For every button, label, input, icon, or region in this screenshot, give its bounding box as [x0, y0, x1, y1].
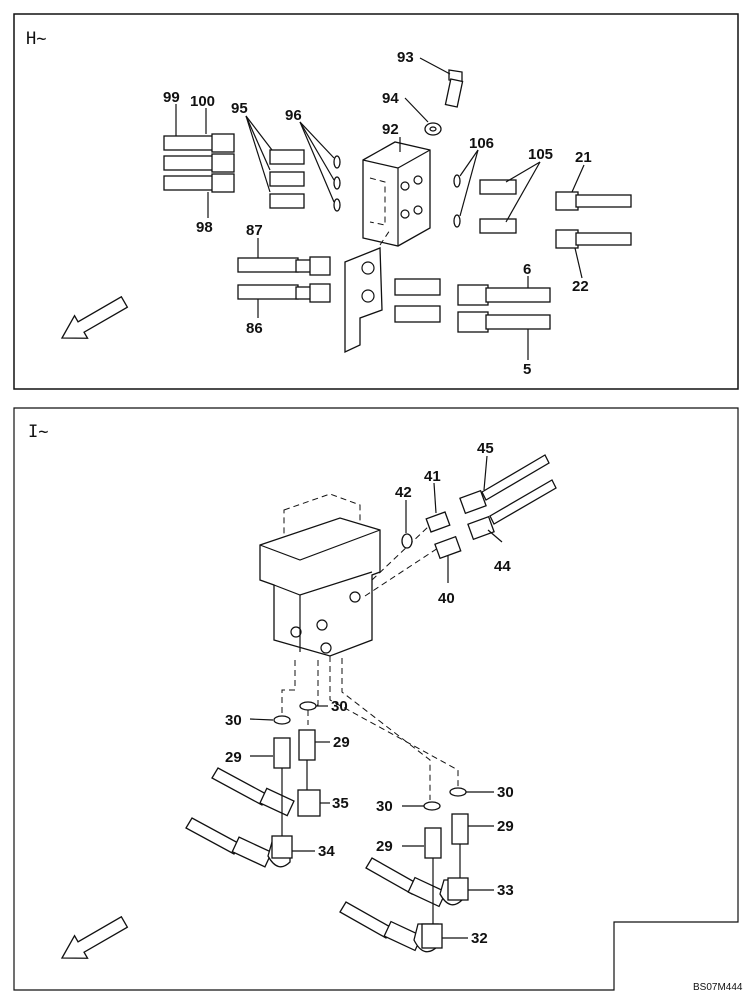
callout-35: 35 [332, 795, 349, 812]
valve-block-92 [362, 141, 431, 247]
callout-30d: 30 [497, 784, 514, 801]
fitting-29a [273, 737, 291, 769]
direction-arrow-icon [60, 295, 129, 339]
hose-ends-99-100-98 [163, 133, 235, 193]
o-ring-42 [401, 533, 413, 549]
callout-94: 94 [382, 90, 399, 107]
callout-44: 44 [494, 558, 511, 575]
hoses-21-22 [555, 191, 632, 249]
o-ring-30b [299, 701, 317, 711]
panel-h-label: H~ [26, 29, 46, 49]
callout-21: 21 [575, 149, 592, 166]
o-ring-30a [273, 715, 291, 725]
fitting-40 [434, 535, 462, 560]
callout-29c: 29 [376, 838, 393, 855]
callout-96: 96 [285, 107, 302, 124]
callout-29a: 29 [225, 749, 242, 766]
leader-lines-h [175, 57, 585, 360]
hoses-87-86 [237, 256, 331, 303]
fitting-41 [425, 511, 451, 533]
hoses-6-5 [457, 284, 551, 333]
direction-arrow-icon [60, 915, 129, 959]
callout-30c: 30 [376, 798, 393, 815]
hose-32 [339, 901, 443, 953]
callout-32: 32 [471, 930, 488, 947]
callout-29b: 29 [333, 734, 350, 751]
washer-94 [424, 122, 442, 136]
callout-93: 93 [397, 49, 414, 66]
fitting-29c [424, 827, 442, 859]
leader-lines-i [249, 455, 503, 939]
bolt-93 [444, 69, 464, 108]
callout-22: 22 [572, 278, 589, 295]
drawing-code: BS07M444 [693, 982, 743, 993]
adapters [394, 278, 441, 323]
callout-5: 5 [523, 361, 531, 378]
callout-106: 106 [469, 135, 494, 152]
fitting-29d [451, 813, 469, 845]
hose-33 [365, 857, 469, 908]
callout-30a: 30 [225, 712, 242, 729]
o-ring-30d [449, 787, 467, 797]
hose-34 [185, 817, 293, 868]
callout-33: 33 [497, 882, 514, 899]
callout-86: 86 [246, 320, 263, 337]
o-ring-30c [423, 801, 441, 811]
callout-87: 87 [246, 222, 263, 239]
callout-42: 42 [395, 484, 412, 501]
callout-34: 34 [318, 843, 335, 860]
callout-6: 6 [523, 261, 531, 278]
hose-44 [467, 479, 557, 541]
o-rings-96 [333, 155, 341, 212]
callout-105: 105 [528, 146, 553, 163]
callout-40: 40 [438, 590, 455, 607]
hose-45 [459, 454, 550, 515]
panel-h-frame [13, 13, 739, 390]
callout-95: 95 [231, 100, 248, 117]
panel-h: H~ [13, 13, 739, 390]
fittings-95 [269, 149, 305, 209]
callout-29d: 29 [497, 818, 514, 835]
fitting-29b [298, 729, 316, 761]
pilot-valve-body [259, 493, 381, 657]
callout-30b: 30 [331, 698, 348, 715]
o-rings-106 [453, 174, 461, 228]
callout-100: 100 [190, 93, 215, 110]
callout-99: 99 [163, 89, 180, 106]
panel-i: I~ [13, 407, 739, 991]
callout-41: 41 [424, 468, 441, 485]
hose-35 [211, 767, 321, 817]
panel-i-label: I~ [28, 422, 48, 442]
callout-92: 92 [382, 121, 399, 138]
callout-45: 45 [477, 440, 494, 457]
fittings-105 [479, 179, 517, 234]
callout-98: 98 [196, 219, 213, 236]
mounting-bracket [344, 229, 391, 354]
